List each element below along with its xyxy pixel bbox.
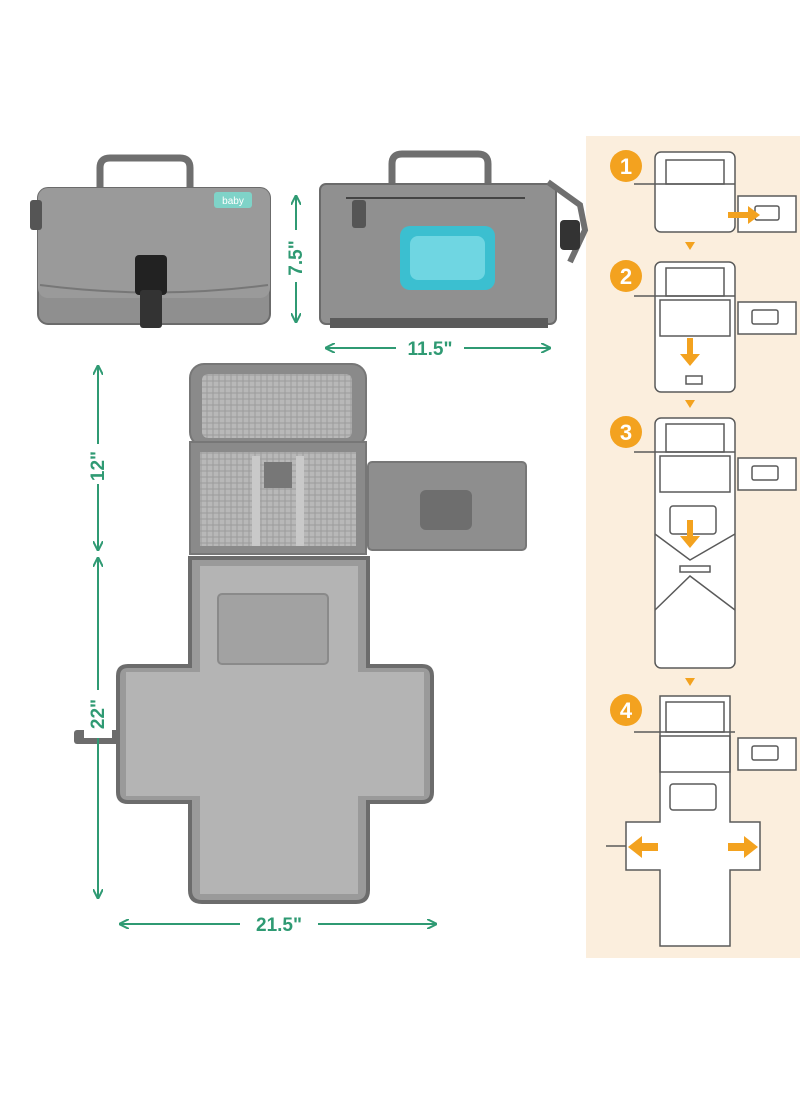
step-4-number: 4 <box>620 698 633 723</box>
unfolded-changing-pad <box>74 363 527 904</box>
step-2-number: 2 <box>620 264 632 289</box>
brand-tag: baby <box>222 196 244 207</box>
step-3: 3 <box>610 416 797 686</box>
folded-bag-front: baby <box>30 154 271 328</box>
step-1: 1 <box>610 150 797 250</box>
dim-folded-height: 7.5" <box>286 240 307 275</box>
dim-open-bottom-height: 22" <box>88 699 109 729</box>
dim-folded-width: 11.5" <box>408 339 453 360</box>
step-4: 4 <box>606 694 797 947</box>
step-2: 2 <box>610 260 797 408</box>
folded-bag-back <box>319 150 589 328</box>
step-3-number: 3 <box>620 420 632 445</box>
dimension-lines: 7.5" 11.5" 12" 22" 21.5" <box>84 196 550 936</box>
step-1-number: 1 <box>620 154 632 179</box>
dim-open-top-height: 12" <box>88 451 109 481</box>
dim-open-width: 21.5" <box>256 915 302 936</box>
